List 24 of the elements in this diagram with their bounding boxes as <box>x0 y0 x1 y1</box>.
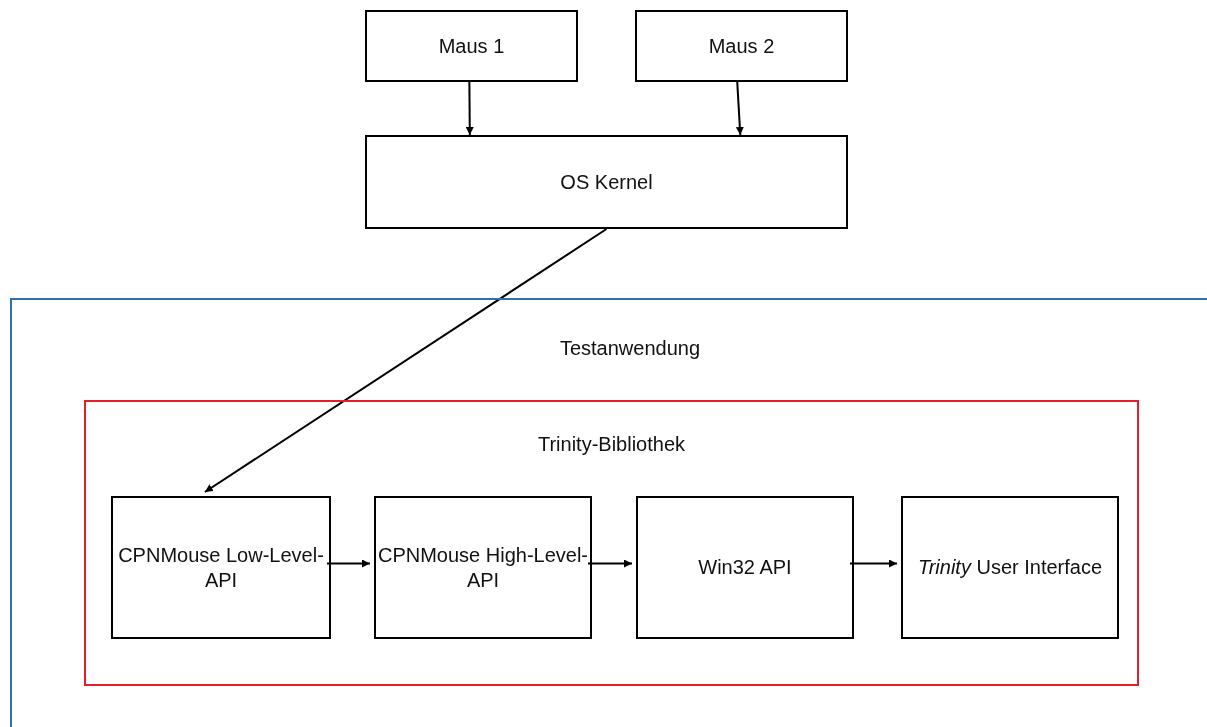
arrow <box>587 559 633 568</box>
process-box <box>901 496 1119 639</box>
group-title: Testanwendung <box>559 336 701 361</box>
process-box <box>635 10 848 82</box>
box-label: CPNMouse High-Level-API <box>376 542 590 593</box>
group-frame <box>10 298 1207 727</box>
group-title: Trinity-Bibliothek <box>537 432 686 457</box>
process-box <box>374 496 592 639</box>
arrow <box>203 228 608 493</box>
box-label: Maus 1 <box>438 33 505 59</box>
arrow <box>465 81 474 136</box>
box-label: Win32 API <box>698 555 792 580</box>
box-label: Maus 2 <box>708 33 775 59</box>
process-box <box>111 496 331 639</box>
process-box <box>365 10 578 82</box>
group-frame <box>84 400 1139 686</box>
arrow <box>849 559 898 568</box>
box-label: CPNMouse Low-Level-API <box>117 542 325 593</box>
box-label: Trinity User Interface <box>917 555 1103 580</box>
arrow <box>326 559 371 568</box>
box-label: OS Kernel <box>560 169 653 195</box>
arrow <box>735 81 744 136</box>
process-box <box>636 496 854 639</box>
process-box <box>365 135 848 229</box>
